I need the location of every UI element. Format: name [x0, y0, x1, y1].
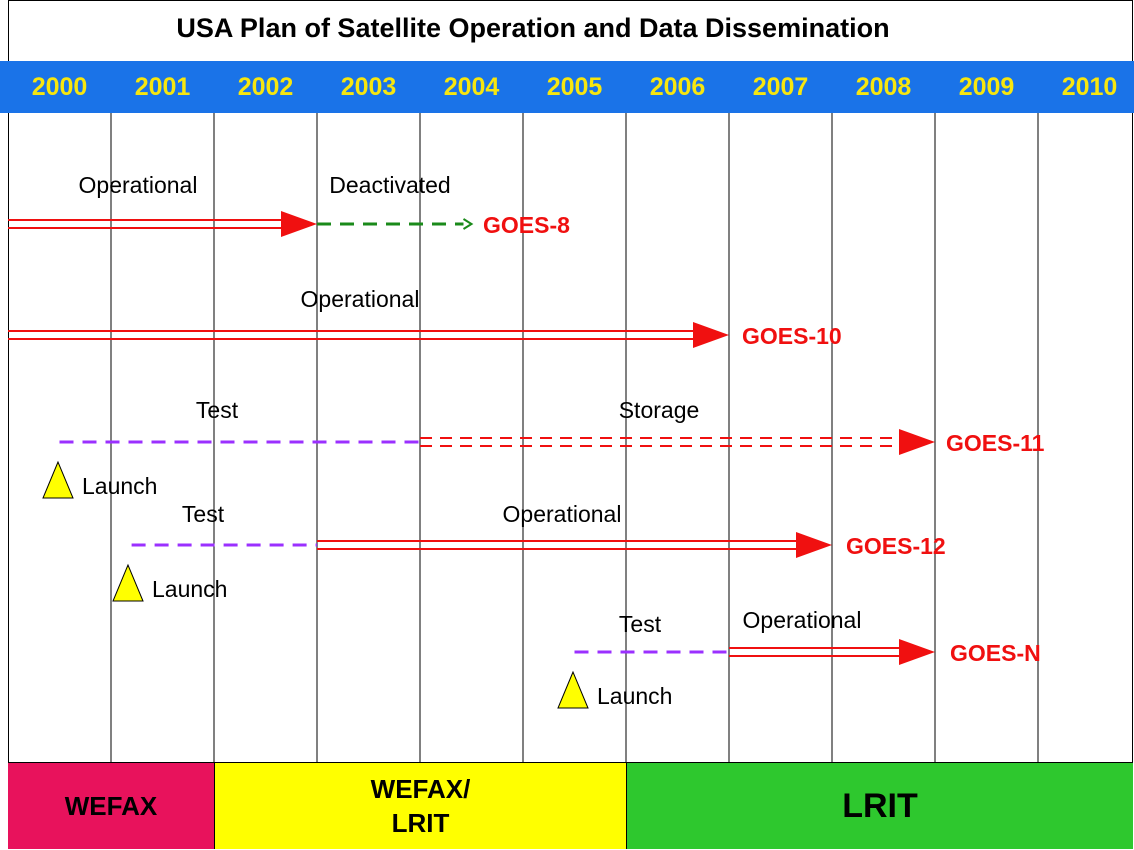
goes-n-operational-bar: [729, 639, 935, 665]
year-2000: 2000: [31, 73, 88, 101]
goes-11-launch-label: Launch: [82, 473, 157, 499]
goes-10-name-label: GOES-10: [742, 323, 842, 349]
goes-11-storage-bar: [420, 429, 935, 455]
year-gridlines: [110, 113, 1039, 762]
goes-11-launch-triangle-icon: [42, 460, 74, 499]
band-lrit-label: LRIT: [842, 786, 918, 825]
goes-8-operational-label: Operational: [79, 172, 198, 198]
goes-8-deactivated-bar: [317, 218, 474, 230]
year-2001: 2001: [134, 73, 191, 101]
goes-11-name-label: GOES-11: [946, 430, 1045, 456]
satellite-bars: [8, 211, 935, 665]
year-2003: 2003: [340, 73, 397, 101]
band-lrit: LRIT: [626, 762, 1133, 849]
year-header-bar: [0, 61, 1134, 113]
goes-12-name-label: GOES-12: [846, 533, 946, 559]
goes-8-operational-bar-head: [281, 211, 317, 237]
goes-n-launch-triangle-icon: [557, 670, 589, 709]
year-2006: 2006: [649, 73, 706, 101]
band-wefax-lrit: WEFAX/ LRIT: [214, 762, 626, 849]
year-2004: 2004: [443, 73, 500, 101]
goes-n-name-label: GOES-N: [950, 640, 1041, 666]
year-2005: 2005: [546, 73, 603, 101]
goes-n-operational-label: Operational: [743, 607, 862, 633]
band-wefax-lrit-label: WEFAX/ LRIT: [370, 774, 471, 838]
goes-10-operational-bar: [8, 322, 729, 348]
goes-12-test-label: Test: [182, 501, 225, 527]
goes-10-operational-label: Operational: [301, 286, 420, 312]
goes-11-storage-label: Storage: [619, 397, 700, 423]
goes-8-name-label: GOES-8: [483, 212, 570, 238]
year-2007: 2007: [752, 73, 809, 101]
goes-12-operational-bar-head: [796, 532, 832, 558]
goes-8-deactivated-bar-head: [462, 218, 474, 230]
goes-11-test-label: Test: [196, 397, 239, 423]
goes-8-deactivated-label: Deactivated: [329, 172, 450, 198]
goes-n-test-label: Test: [619, 611, 662, 637]
goes-12-operational-bar: [317, 532, 832, 558]
goes-12-launch-triangle-icon: [112, 563, 144, 602]
goes-12-operational-label: Operational: [503, 501, 622, 527]
goes-11-storage-bar-head: [899, 429, 935, 455]
goes-n-operational-bar-head: [899, 639, 935, 665]
goes-n-launch-label: Launch: [597, 683, 672, 709]
chart-title: USA Plan of Satellite Operation and Data…: [176, 13, 890, 43]
band-wefax-label: WEFAX: [64, 790, 158, 821]
year-2009: 2009: [958, 73, 1015, 101]
band-wefax: WEFAX: [8, 762, 214, 849]
goes-12-launch-label: Launch: [152, 576, 227, 602]
goes-8-operational-bar: [8, 211, 317, 237]
year-2008: 2008: [855, 73, 912, 101]
year-2002: 2002: [237, 73, 294, 101]
goes-10-operational-bar-head: [693, 322, 729, 348]
year-2010: 2010: [1061, 73, 1118, 101]
